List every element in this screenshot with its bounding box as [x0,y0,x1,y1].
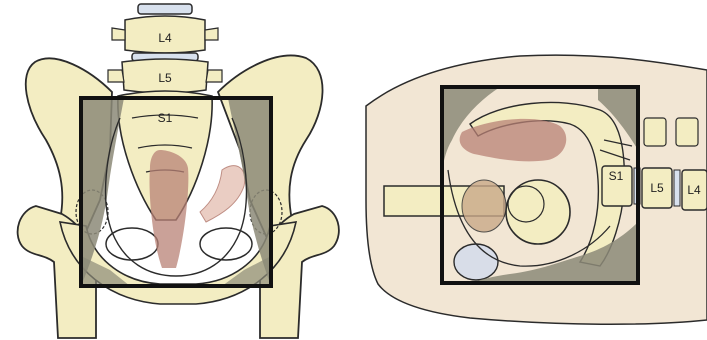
bladder [454,244,498,280]
label-s1-lateral: S1 [609,169,624,183]
sigmoid-region [200,166,245,222]
label-s1: S1 [158,111,173,125]
lateral-pelvis-view: S1 L5 L4 [366,55,707,324]
left-obturator-foramen [106,228,158,260]
pelvic-organ [462,180,506,232]
frontal-pelvis-view: L4 L5 S1 [18,4,339,338]
label-l5: L5 [158,71,172,85]
label-l4-lateral: L4 [687,183,701,197]
label-l5-lateral: L5 [650,181,664,195]
label-l4: L4 [158,31,172,45]
